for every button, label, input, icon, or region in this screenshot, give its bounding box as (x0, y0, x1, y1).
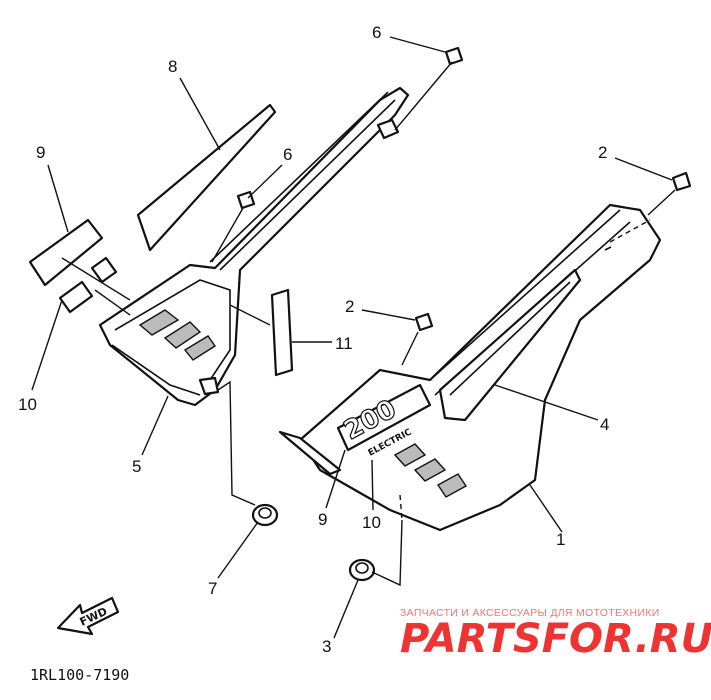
callout-9-left: 9 (36, 143, 45, 162)
part-2-grommet-center (414, 312, 434, 332)
emblem-number: 200 (339, 394, 401, 446)
watermark-tagline: ЗАПЧАСТИ И АКСЕССУАРЫ ДЛЯ МОТОТЕХНИКИ (400, 607, 660, 619)
callouts: 6 8 6 2 9 2 11 10 4 5 9 10 1 7 3 (18, 23, 609, 656)
callout-11: 11 (335, 334, 353, 353)
part-3-grommet (348, 558, 376, 582)
callout-2-center: 2 (345, 297, 354, 316)
part-7-grommet (251, 503, 279, 527)
part-10-emblem-left (58, 256, 118, 314)
fwd-arrow: FWD (56, 596, 120, 636)
part-6-grommet-top (444, 46, 464, 66)
callout-1: 1 (556, 530, 565, 549)
callout-6-mid: 6 (283, 145, 292, 164)
leader-lines (31, 36, 676, 639)
callout-5: 5 (132, 457, 141, 476)
callout-3: 3 (322, 637, 331, 656)
callout-7: 7 (208, 579, 217, 598)
part-5-left-cover (98, 86, 410, 407)
callout-8: 8 (168, 57, 177, 76)
callout-9-center: 9 (318, 510, 327, 529)
callout-10-left: 10 (18, 395, 37, 414)
part-1-right-cover: 200 ELECTRIC (278, 203, 662, 532)
callout-6-top: 6 (372, 23, 381, 42)
watermark: ЗАПЧАСТИ И АКСЕССУАРЫ ДЛЯ МОТОТЕХНИКИ PA… (400, 607, 711, 662)
callout-4: 4 (600, 415, 609, 434)
part-11-strip (270, 288, 294, 377)
part-2-grommet-right (671, 171, 692, 192)
callout-10-center: 10 (362, 513, 381, 532)
diagram-code: 1RL100-7190 (30, 666, 129, 684)
part-8-strip (136, 103, 277, 252)
watermark-logo: PARTSFOR.RU (400, 616, 711, 662)
callout-2-right: 2 (598, 143, 607, 162)
part-9-emblem-left (28, 218, 104, 287)
emblem-200: 200 (336, 383, 432, 452)
